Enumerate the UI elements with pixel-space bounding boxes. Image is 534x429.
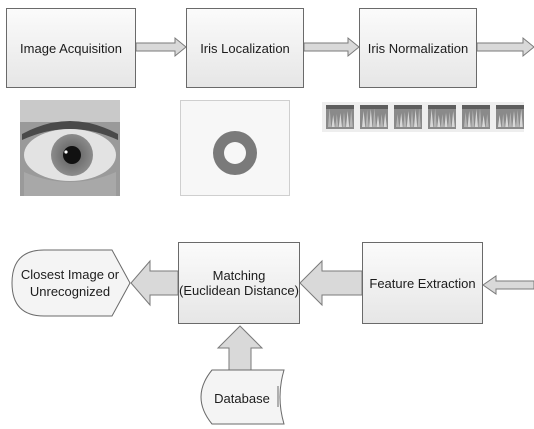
result-shape [11,249,131,317]
result-label: Closest Image or Unrecognized [16,259,124,307]
iris-localization-box: Iris Localization [186,8,304,88]
feature-extraction-box: Feature Extraction [362,242,483,324]
eye-photo [20,100,120,196]
arrow-localization-to-normalization [303,36,360,58]
arrow-into-feature-extraction [482,275,534,295]
arrow-normalization-out [476,36,534,58]
arrow-feature-to-matching [299,259,363,307]
iris-normalization-box: Iris Normalization [359,8,477,88]
normalized-strip [462,105,490,129]
image-acquisition-label: Image Acquisition [20,40,122,56]
strip-set [326,105,524,129]
arrow-database-to-matching [216,325,264,371]
database-label: Database [214,390,270,406]
normalized-strip [496,105,524,129]
image-acquisition-box: Image Acquisition [6,8,136,88]
arrow-matching-to-result [130,259,179,307]
normalized-strip [360,105,388,129]
feature-extraction-label: Feature Extraction [369,275,476,291]
iris-ring-frame [180,100,290,196]
normalized-iris-strips [322,102,524,132]
result-label-line2: Unrecognized [29,284,111,299]
iris-ring [213,131,257,175]
iris-localization-label: Iris Localization [200,40,290,56]
matching-method-label: (Euclidean Distance) [179,283,299,298]
normalized-strip [394,105,422,129]
result-label-line1: Closest Image or [20,267,120,282]
arrow-acquisition-to-localization [135,36,187,58]
matching-label: Matching [212,268,266,283]
normalized-strip [428,105,456,129]
matching-box: Matching (Euclidean Distance) [178,242,300,324]
database-shape [200,369,285,425]
iris-normalization-label: Iris Normalization [367,40,469,56]
normalized-strip [326,105,354,129]
